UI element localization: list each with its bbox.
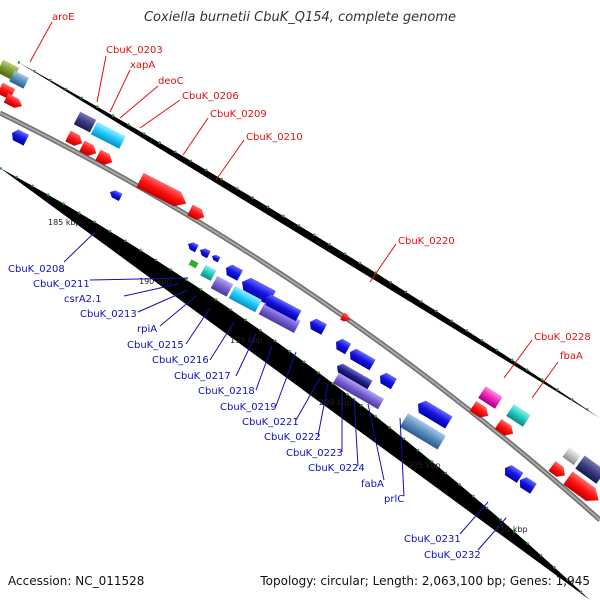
gene-reverse <box>258 301 301 333</box>
gene-label: CbuK_0206 <box>182 91 239 102</box>
gene-reverse <box>399 413 446 450</box>
gene-forward <box>469 400 489 418</box>
gene-reverse <box>12 129 29 146</box>
gene-label: CbuK_0231 <box>404 534 461 545</box>
accession-text: Accession: NC_011528 <box>8 574 145 588</box>
gene-label: CbuK_0222 <box>264 432 321 443</box>
reverse-labels: CbuK_0208 CbuK_0211 csrA2.1 CbuK_0213 rp… <box>8 264 481 561</box>
gene-forward <box>187 204 205 220</box>
gene-forward <box>3 93 23 108</box>
gene-reverse <box>350 348 376 371</box>
tick-label: 185 kbp <box>48 218 81 227</box>
gene-label: CbuK_0224 <box>308 463 365 474</box>
gene-reverse <box>418 400 453 429</box>
tick-dots-inner <box>0 166 591 600</box>
gene-label: CbuK_0215 <box>127 340 184 351</box>
gene-label: fbaA <box>560 351 583 362</box>
gene-forward <box>79 140 97 156</box>
gene-forward <box>90 121 126 149</box>
gene-reverse <box>265 294 302 322</box>
gene-reverse <box>226 264 243 281</box>
gene-label: CbuK_0209 <box>210 109 267 120</box>
forward-label-leaders <box>29 21 559 399</box>
gene-label: CbuK_0219 <box>220 402 277 413</box>
forward-labels: aroE CbuK_0203 xapA deoC CbuK_0206 CbuK_… <box>52 12 591 362</box>
tick-label: 195 kbp <box>230 336 263 345</box>
tick-label: 190 kbp <box>139 277 172 286</box>
gene-reverse <box>336 338 352 355</box>
genome-summary: Topology: circular; Length: 2,063,100 bp… <box>260 574 590 588</box>
gene-label: CbuK_0211 <box>33 279 90 290</box>
gene-label: CbuK_0210 <box>246 132 303 143</box>
reverse-genes <box>12 129 537 494</box>
gene-label: CbuK_0213 <box>80 309 137 320</box>
gene-reverse <box>310 318 327 335</box>
gene-forward <box>506 404 531 427</box>
tick-labels: 185 kbp 190 kbp 195 kbp 200 kbp 205 kbp … <box>48 218 528 534</box>
gene-label: CbuK_0203 <box>106 45 163 56</box>
reverse-label-leaders <box>63 231 507 551</box>
gene-forward <box>563 471 599 501</box>
gene-label: aroE <box>52 12 74 23</box>
gene-reverse <box>200 264 217 281</box>
gene-label: CbuK_0216 <box>152 355 209 366</box>
gene-label: CbuK_0221 <box>242 417 299 428</box>
gene-forward <box>73 111 97 133</box>
gene-label: CbuK_0228 <box>534 332 591 343</box>
gene-reverse <box>333 372 385 410</box>
gene-forward <box>95 149 113 165</box>
gene-label: prlC <box>384 494 404 505</box>
gene-label: csrA2.1 <box>64 294 102 305</box>
gene-reverse <box>210 275 234 297</box>
gene-forward <box>65 130 83 146</box>
gene-forward <box>548 461 565 477</box>
gene-label: fabA <box>361 479 384 490</box>
gene-reverse <box>337 363 373 390</box>
gene-label: CbuK_0217 <box>174 371 231 382</box>
gene-forward <box>562 447 581 466</box>
gene-forward <box>575 455 600 484</box>
gene-label: CbuK_0218 <box>198 386 255 397</box>
gene-forward <box>136 172 187 207</box>
gene-reverse <box>188 242 199 253</box>
gene-label: rpiA <box>137 324 157 335</box>
tick-label: 205 kbp <box>408 461 441 470</box>
gene-reverse <box>200 248 211 259</box>
tick-dots-outer <box>17 60 600 420</box>
gene-label: CbuK_0208 <box>8 264 65 275</box>
gene-reverse <box>188 259 199 269</box>
gene-label: CbuK_0220 <box>398 236 455 247</box>
gene-reverse <box>212 254 221 263</box>
gene-label: xapA <box>130 60 155 71</box>
gene-reverse <box>520 477 537 494</box>
gene-reverse <box>110 190 123 202</box>
gene-forward <box>494 418 514 436</box>
gene-forward <box>340 312 351 322</box>
gene-reverse <box>505 465 524 483</box>
gene-label: CbuK_0232 <box>424 550 481 561</box>
map-title: Coxiella burnetii CbuK_Q154, complete ge… <box>143 10 457 25</box>
tick-label: 200 kbp <box>319 398 352 407</box>
tick-label: 210 kbp <box>495 525 528 534</box>
gene-forward <box>9 70 29 89</box>
gene-label: deoC <box>158 76 184 87</box>
gene-reverse <box>228 285 262 313</box>
gene-label: CbuK_0223 <box>286 448 343 459</box>
forward-genes <box>0 59 600 501</box>
gene-reverse <box>380 372 397 390</box>
gene-forward <box>478 386 503 409</box>
